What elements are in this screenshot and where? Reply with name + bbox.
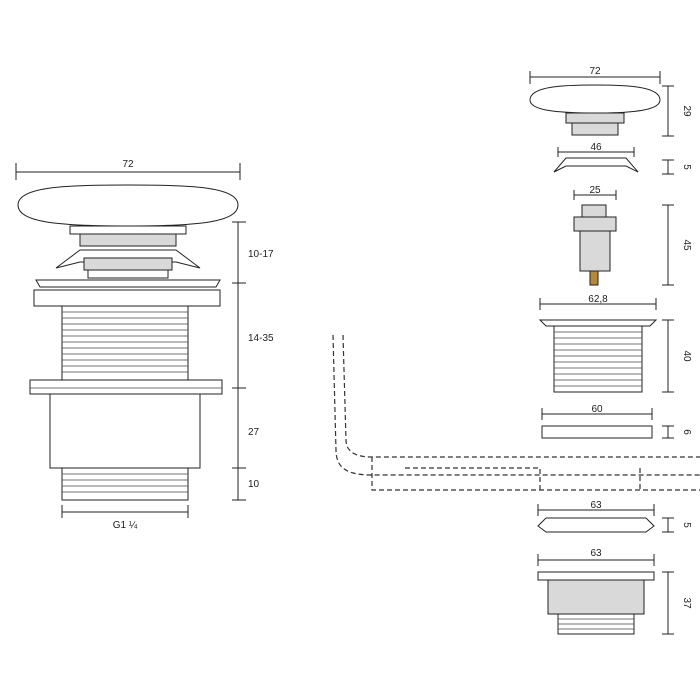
nut-width-label: 63: [590, 548, 602, 559]
lower-washer-width-label: 63: [590, 500, 602, 511]
flange-height-label: 40: [681, 350, 692, 362]
part-stem: 25 45: [573, 185, 692, 286]
washer-height-label: 5: [681, 164, 692, 170]
stem-body: [579, 230, 611, 272]
gasket-width-label: 60: [591, 404, 603, 415]
cap-width-label: 72: [589, 66, 601, 77]
part-gasket: 60 6: [541, 404, 692, 439]
washer-width-label: 46: [590, 142, 602, 153]
thread-lines: [62, 311, 188, 373]
valve-body: [83, 257, 173, 271]
brass-screw: [589, 270, 599, 286]
flange-top: [35, 279, 221, 288]
dim-label-h2: 14-35: [248, 333, 274, 344]
part-lower-washer: 63 5: [537, 500, 692, 533]
nut-height-label: 37: [681, 597, 692, 609]
nut-body: [547, 579, 645, 615]
stem-height-label: 45: [681, 239, 692, 251]
washer-shape: [553, 157, 639, 173]
lower-washer-height-label: 5: [681, 522, 692, 528]
lower-body: [49, 393, 201, 469]
threaded-body: [61, 305, 189, 381]
cap-height-label: 29: [681, 105, 692, 117]
cap-neck: [69, 225, 187, 235]
part-flange-body: 62,8 40: [538, 294, 692, 393]
lower-washer-shape: [537, 517, 655, 533]
part-cap: 72 29: [529, 66, 692, 137]
flange-body-shape: [553, 325, 643, 393]
nut-collar: [29, 379, 223, 395]
dim-label-width: 72: [122, 159, 134, 170]
lower-thread: [61, 467, 189, 501]
dim-label-h3: 27: [248, 427, 260, 438]
gasket-shape: [541, 425, 653, 439]
cap-shape: [529, 84, 661, 114]
stem-width-label: 25: [589, 185, 601, 196]
cap-stem: [79, 233, 177, 247]
assembled-drain: 72: [15, 159, 274, 531]
basin-outline: [332, 334, 700, 491]
cap-dome: [17, 184, 239, 227]
gasket-height-label: 6: [681, 429, 692, 435]
flange-width-label: 62,8: [588, 294, 608, 305]
dim-label-h1: 10-17: [248, 249, 274, 260]
part-nut: 63 37: [537, 548, 692, 635]
flange: [33, 289, 221, 307]
part-washer: 46 5: [553, 142, 692, 175]
dim-label-h4: 10: [248, 479, 260, 490]
stem-head: [581, 204, 607, 218]
dim-label-thread: G1 ¼: [113, 519, 138, 531]
